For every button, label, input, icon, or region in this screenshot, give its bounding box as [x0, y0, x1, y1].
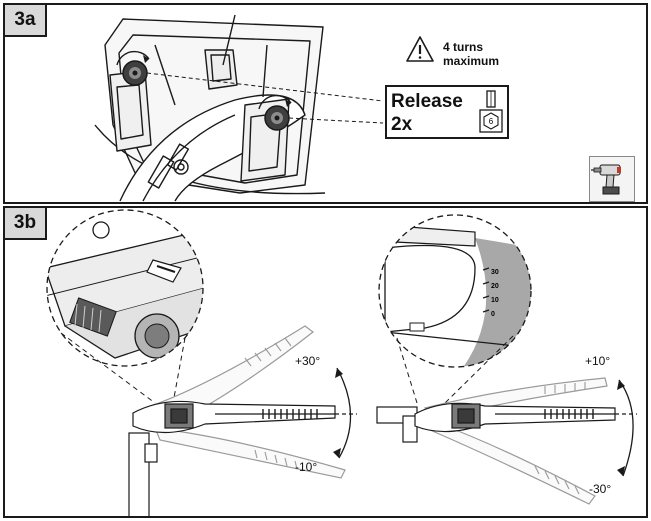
scale-label-30: 30	[491, 269, 499, 276]
screw-right-icon	[264, 105, 290, 131]
hex-bit-icon: 6	[479, 90, 503, 133]
bit-size-label: 6	[489, 117, 494, 126]
release-count: 2x	[391, 114, 413, 135]
step-label-3b: 3b	[5, 208, 47, 240]
left-detail-zoom	[47, 210, 203, 366]
release-label: Release	[391, 91, 463, 112]
left-lower-angle: -10°	[295, 460, 318, 474]
mounting-bracket-illustration	[94, 14, 434, 202]
scale-label-0: 0	[491, 311, 495, 318]
release-callout: Release 2x 6	[385, 85, 509, 139]
right-upper-angle: +10°	[585, 354, 611, 368]
step-label-3a: 3a	[5, 5, 47, 37]
scale-label-10: 10	[491, 297, 499, 304]
left-upper-angle: +30°	[295, 354, 321, 368]
warning-line-2: maximum	[443, 54, 500, 68]
step-3a-panel: 3a	[3, 3, 648, 204]
screw-left-icon	[122, 60, 148, 86]
right-arm-assembly	[376, 377, 637, 505]
left-arm-assembly	[128, 325, 357, 516]
warning-triangle-icon	[406, 36, 434, 62]
arm-tilt-illustration: 30 20 10 0	[46, 209, 637, 516]
right-lower-angle: -30°	[589, 482, 612, 496]
warning-note: 4 turns maximum	[443, 40, 499, 68]
warning-line-1: 4 turns	[443, 40, 484, 54]
right-detail-zoom: 30 20 10 0	[379, 215, 531, 367]
step-3b-panel: 3b	[3, 206, 648, 518]
cordless-drill-icon	[589, 156, 635, 202]
scale-label-20: 20	[491, 283, 499, 290]
